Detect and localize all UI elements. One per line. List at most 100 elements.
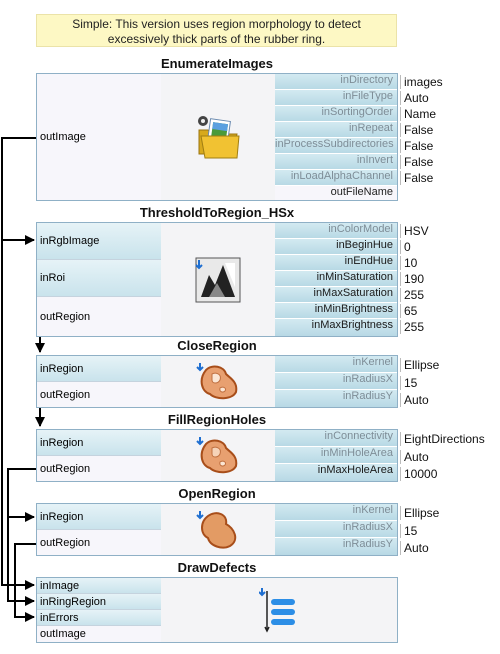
value-in-min-hole-area[interactable]: Auto [400, 450, 429, 464]
param-name: inMinBrightness [314, 303, 393, 315]
note-line-2: excessively thick parts of the rubber ri… [107, 32, 326, 46]
block-threshold-to-region[interactable]: inRgbImage inRoi outRegion inColorModel … [36, 222, 398, 337]
value-in-min-brightness[interactable]: 65 [400, 304, 417, 318]
value-in-sorting-order[interactable]: Name [400, 107, 436, 121]
block-enumerate-images[interactable]: outImage inDirectory inFileType inSortin… [36, 73, 398, 201]
port-in-errors[interactable]: inErrors [37, 610, 161, 626]
value-in-radius-x[interactable]: 15 [400, 524, 417, 538]
note-line-1: Simple: This version uses region morphol… [72, 17, 361, 31]
value-in-end-hue[interactable]: 10 [400, 256, 417, 270]
wire-image-to-draw [1, 240, 35, 590]
value-in-min-saturation[interactable]: 190 [400, 272, 424, 286]
port-out-file-name[interactable]: outFileName [275, 186, 397, 200]
value-in-invert[interactable]: False [400, 155, 433, 169]
param-name: inMinSaturation [316, 271, 393, 283]
param-in-kernel[interactable]: inKernel [275, 504, 397, 521]
value-in-kernel[interactable]: Ellipse [400, 506, 439, 520]
value-in-max-saturation[interactable]: 255 [400, 288, 424, 302]
param-in-process-subdirectories[interactable]: inProcessSubdirectories [275, 138, 397, 154]
block-close-region[interactable]: inRegion outRegion inKernel inRadiusX in… [36, 355, 398, 408]
param-in-radius-y[interactable]: inRadiusY [275, 538, 397, 555]
port-label: inRegion [40, 362, 84, 375]
param-name: inRadiusY [342, 538, 393, 550]
value-in-radius-y[interactable]: Auto [400, 541, 429, 555]
block-draw-defects[interactable]: inImage inRingRegion inErrors outImage [36, 577, 398, 643]
param-in-connectivity[interactable]: inConnectivity [275, 430, 397, 447]
param-in-load-alpha-channel[interactable]: inLoadAlphaChannel [275, 170, 397, 186]
param-name: inConnectivity [324, 430, 393, 442]
value-in-directory[interactable]: images [400, 75, 443, 89]
param-in-directory[interactable]: inDirectory [275, 74, 397, 90]
port-out-region[interactable]: outRegion [37, 456, 161, 481]
port-in-ring-region[interactable]: inRingRegion [37, 594, 161, 610]
value-in-repeat[interactable]: False [400, 123, 433, 137]
param-in-max-saturation[interactable]: inMaxSaturation [275, 287, 397, 303]
port-label: inImage [40, 579, 80, 592]
param-in-min-brightness[interactable]: inMinBrightness [275, 303, 397, 319]
param-name: inColorModel [328, 223, 393, 235]
value-in-begin-hue[interactable]: 0 [400, 240, 411, 254]
port-label: outRegion [40, 310, 91, 323]
param-in-radius-y[interactable]: inRadiusY [275, 390, 397, 407]
port-label: outImage [40, 628, 86, 640]
port-label: inRoi [40, 272, 66, 284]
port-in-rgb-image[interactable]: inRgbImage [37, 223, 161, 260]
param-in-radius-x[interactable]: inRadiusX [275, 521, 397, 538]
wire-fill-to-open [7, 468, 36, 522]
wire-open-to-draw-errors [14, 543, 36, 622]
open-left-column: inRegion outRegion [37, 504, 162, 555]
port-label: outImage [40, 131, 86, 143]
port-label: inRegion [40, 436, 84, 449]
block-fill-region-holes[interactable]: inRegion outRegion inConnectivity inMinH… [36, 429, 398, 482]
param-in-max-brightness[interactable]: inMaxBrightness [275, 319, 397, 336]
param-in-end-hue[interactable]: inEndHue [275, 255, 397, 271]
region-open-icon [196, 510, 237, 549]
port-out-image[interactable]: outImage [37, 626, 161, 642]
param-name: inFileType [342, 90, 393, 102]
param-in-file-type[interactable]: inFileType [275, 90, 397, 106]
port-in-roi[interactable]: inRoi [37, 260, 161, 297]
threshold-image-icon [195, 257, 241, 302]
value-in-process-subdirectories[interactable]: False [400, 139, 433, 153]
draw-list-icon [259, 588, 295, 633]
param-name: inRadiusY [342, 390, 393, 402]
value-in-connectivity[interactable]: EightDirections [400, 432, 485, 446]
port-out-region[interactable]: outRegion [37, 530, 161, 555]
value-in-kernel[interactable]: Ellipse [400, 358, 439, 372]
value-in-radius-y[interactable]: Auto [400, 393, 429, 407]
param-name: inProcessSubdirectories [275, 138, 394, 150]
param-in-min-saturation[interactable]: inMinSaturation [275, 271, 397, 287]
value-in-load-alpha-channel[interactable]: False [400, 171, 433, 185]
port-out-region[interactable]: outRegion [37, 382, 161, 407]
value-in-file-type[interactable]: Auto [400, 91, 429, 105]
block-title-fill-region-holes: FillRegionHoles [167, 412, 267, 427]
param-in-kernel[interactable]: inKernel [275, 356, 397, 373]
param-in-min-hole-area[interactable]: inMinHoleArea [275, 447, 397, 464]
port-in-image[interactable]: inImage [37, 578, 161, 594]
param-in-color-model[interactable]: inColorModel [275, 223, 397, 239]
param-in-max-hole-area[interactable]: inMaxHoleArea [275, 464, 397, 481]
port-label: inRingRegion [40, 595, 107, 608]
param-in-repeat[interactable]: inRepeat [275, 122, 397, 138]
block-title-threshold: ThresholdToRegion_HSx [139, 205, 295, 220]
port-in-region[interactable]: inRegion [37, 504, 161, 530]
port-out-image[interactable]: outImage [37, 74, 161, 200]
block-open-region[interactable]: inRegion outRegion inKernel inRadiusX in… [36, 503, 398, 556]
value-in-color-model[interactable]: HSV [400, 224, 429, 238]
param-in-radius-x[interactable]: inRadiusX [275, 373, 397, 390]
port-label: outRegion [40, 388, 91, 401]
param-name: inEndHue [344, 255, 393, 267]
port-in-region[interactable]: inRegion [37, 430, 161, 456]
port-out-region[interactable]: outRegion [37, 297, 161, 336]
region-morph-icon [196, 362, 238, 399]
region-fill-icon [196, 436, 238, 473]
value-in-max-brightness[interactable]: 255 [400, 320, 424, 334]
param-in-invert[interactable]: inInvert [275, 154, 397, 170]
param-in-sorting-order[interactable]: inSortingOrder [275, 106, 397, 122]
value-in-radius-x[interactable]: 15 [400, 376, 417, 390]
value-in-max-hole-area[interactable]: 10000 [400, 467, 437, 481]
port-in-region[interactable]: inRegion [37, 356, 161, 382]
param-name: inMinHoleArea [320, 447, 393, 459]
param-in-begin-hue[interactable]: inBeginHue [275, 239, 397, 255]
